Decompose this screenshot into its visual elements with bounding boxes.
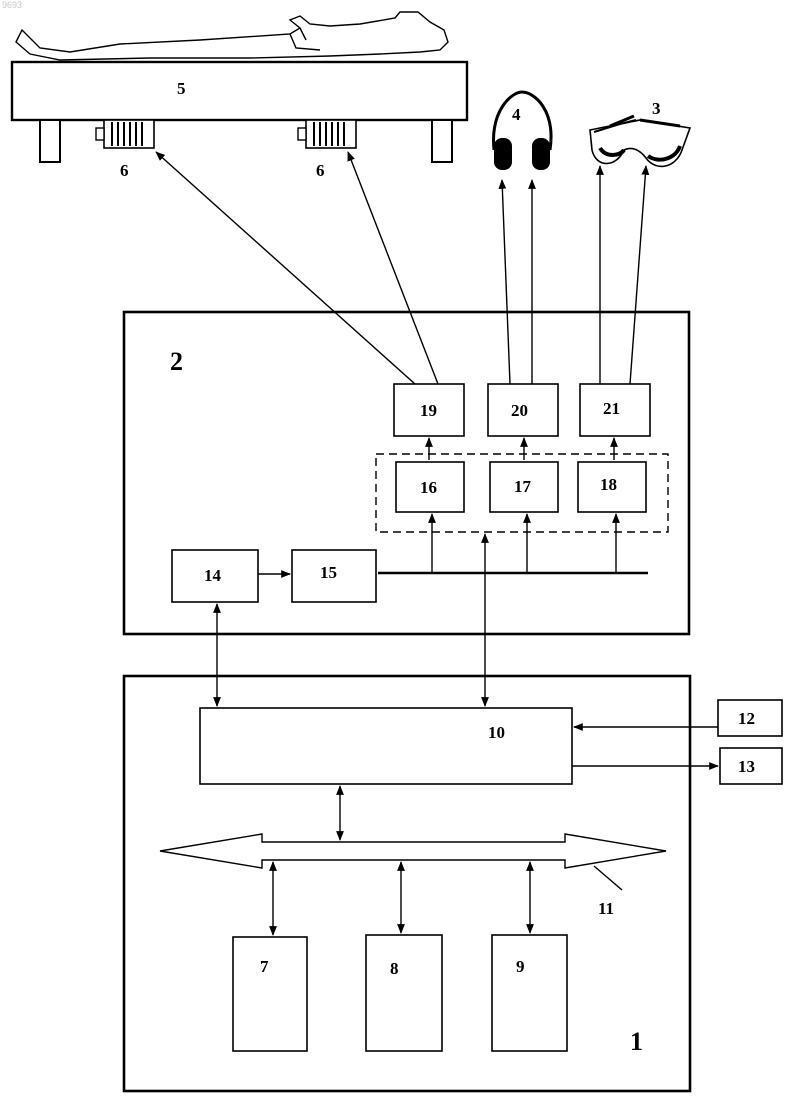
bus-11 (160, 834, 666, 868)
label-21: 21 (603, 399, 620, 418)
block-8 (366, 935, 442, 1051)
block-10 (200, 708, 572, 784)
label-19: 19 (420, 401, 437, 420)
label-17: 17 (514, 477, 532, 496)
label-15: 15 (320, 563, 337, 582)
label-18: 18 (600, 475, 617, 494)
patient-figure (16, 12, 448, 60)
label-20: 20 (511, 401, 528, 420)
label-13: 13 (738, 757, 755, 776)
block-9 (492, 935, 567, 1051)
vibrator-left-icon (96, 120, 154, 148)
label-16: 16 (420, 478, 437, 497)
label-6-left: 6 (120, 161, 129, 180)
label-4: 4 (512, 105, 521, 124)
label-5: 5 (177, 79, 186, 98)
label-8: 8 (390, 959, 399, 978)
corner-code: 9693 (2, 0, 22, 10)
couch (12, 62, 467, 162)
label-14: 14 (204, 566, 222, 585)
glasses-icon (590, 116, 690, 166)
label-10: 10 (488, 723, 505, 742)
block-7 (233, 937, 307, 1051)
label-3: 3 (652, 99, 661, 118)
label-2: 2 (170, 347, 183, 376)
label-12: 12 (738, 709, 755, 728)
label-11: 11 (598, 899, 614, 918)
vibrator-right-icon (298, 120, 356, 148)
label-7: 7 (260, 957, 269, 976)
label-1: 1 (630, 1027, 643, 1056)
label-9: 9 (516, 957, 525, 976)
headphones-icon (494, 92, 551, 170)
label-6-right: 6 (316, 161, 325, 180)
